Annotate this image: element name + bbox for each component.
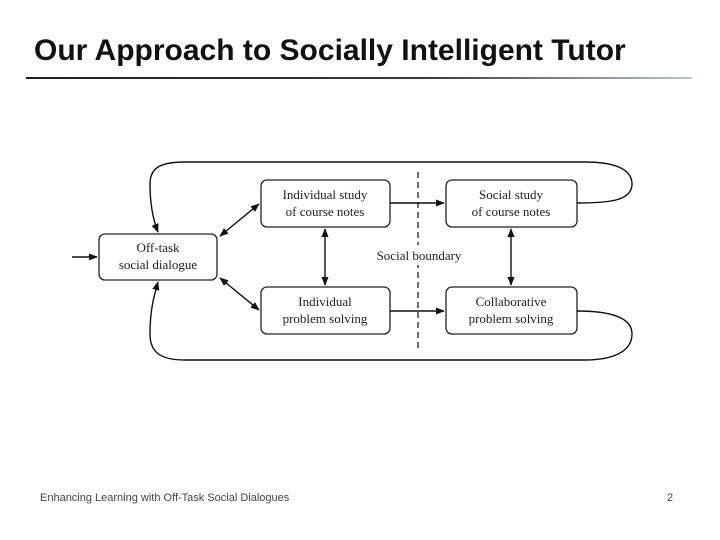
individual-study-label-line1: Individual study (283, 187, 368, 202)
individual-problem-label-line1: Individual (298, 294, 352, 309)
feedback-loop-bottom (149, 281, 633, 361)
arrow-offtask-individual-problem (219, 277, 260, 311)
node-collaborative-problem-solving: Collaborative problem solving (445, 286, 578, 335)
arrow-offtask-individual-study (219, 203, 260, 237)
collaborative-problem-label-line1: Collaborative (476, 294, 547, 309)
social-boundary-label: Social boundary (377, 248, 462, 263)
node-individual-study: Individual study of course notes (260, 179, 391, 228)
social-study-label-line2: of course notes (472, 204, 551, 219)
social-study-label-line1: Social study (479, 187, 543, 202)
individual-study-label-line2: of course notes (286, 204, 365, 219)
feedback-loop-top (149, 161, 633, 233)
boundary-label-backdrop (370, 245, 468, 265)
node-individual-problem-solving: Individual problem solving (260, 286, 391, 335)
footer-text: Enhancing Learning with Off-Task Social … (40, 492, 290, 504)
off-task-label-line2: social dialogue (119, 257, 198, 272)
off-task-label-line1: Off-task (136, 240, 180, 255)
individual-problem-label-line2: problem solving (283, 311, 368, 326)
page-number: 2 (667, 492, 674, 504)
slide-title: Our Approach to Socially Intelligent Tut… (34, 34, 626, 67)
title-underline (26, 77, 692, 79)
node-social-study: Social study of course notes (445, 179, 578, 228)
node-off-task: Off-task social dialogue (98, 233, 218, 281)
collaborative-problem-label-line2: problem solving (469, 311, 554, 326)
